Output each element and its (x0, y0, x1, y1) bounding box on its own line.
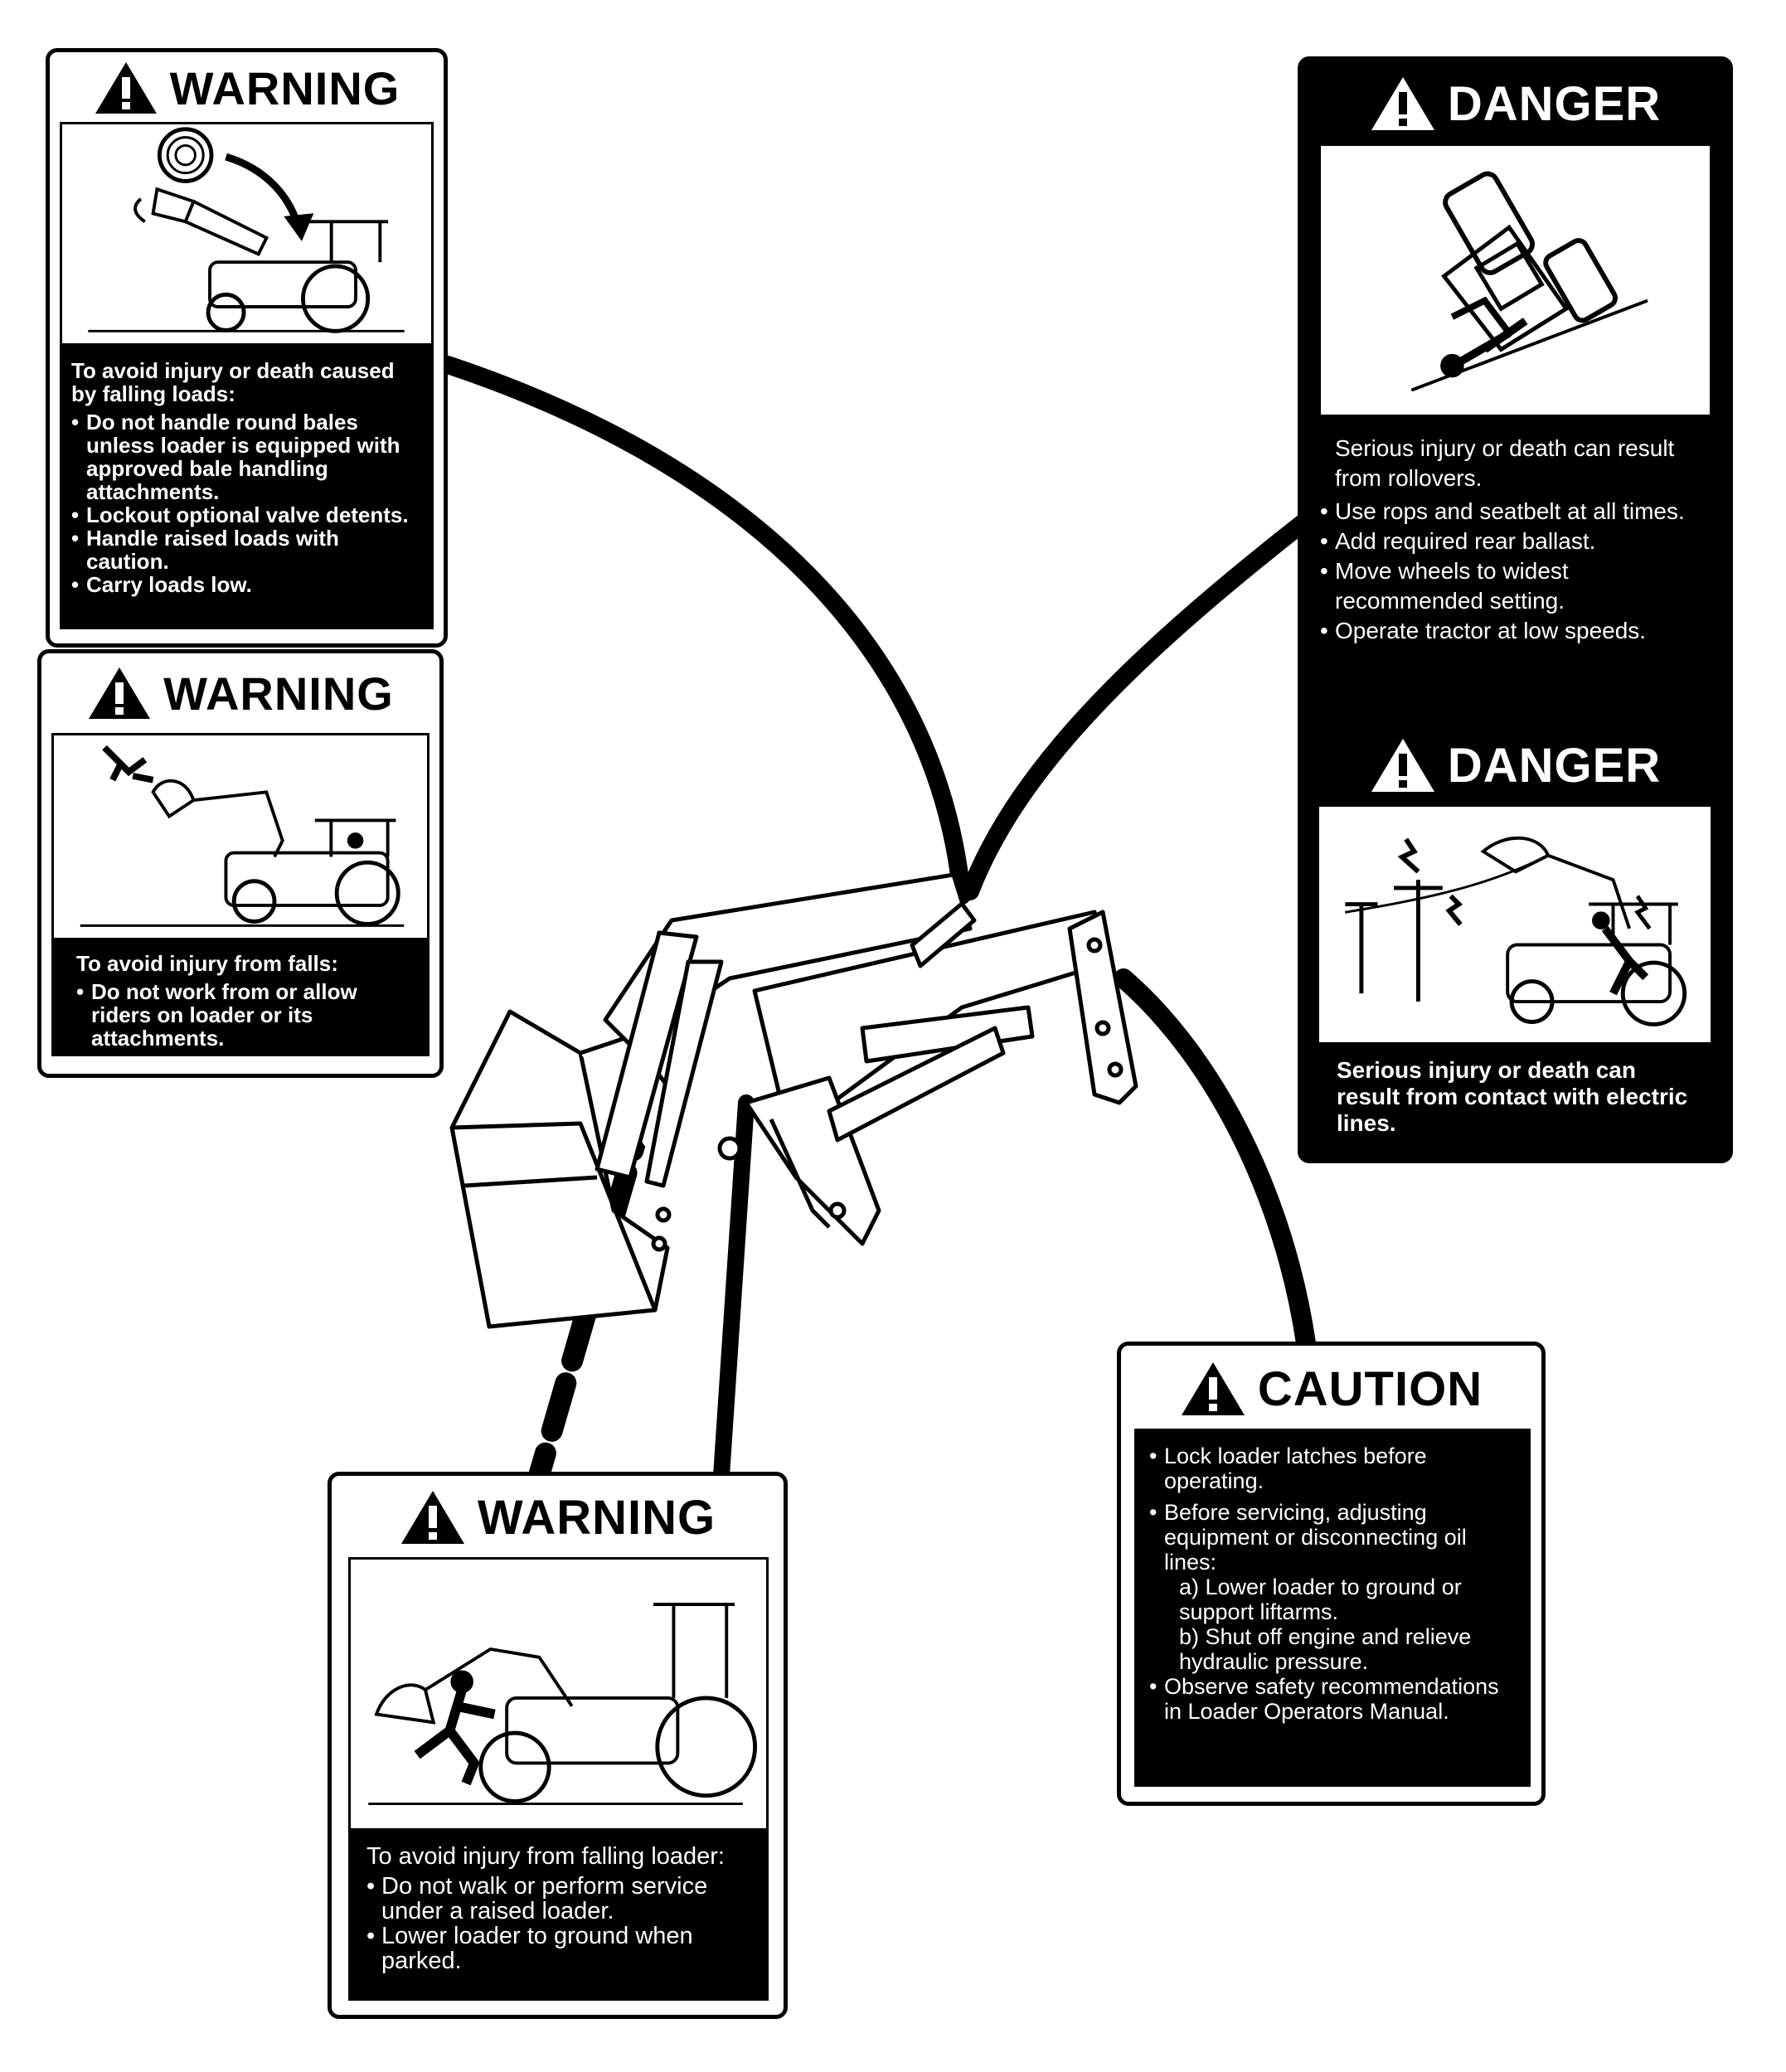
decal-bullet-item: Observe safety recommendations in Loader… (1149, 1674, 1516, 1724)
round-bale-falling-pictogram (60, 122, 434, 346)
decal-bullet-item: Do not work from or allow riders on load… (76, 980, 405, 1050)
alert-triangle-icon (1181, 1362, 1245, 1415)
decal-signal-word: WARNING (169, 61, 400, 114)
decal-subitem: a) Lower loader to ground or support lif… (1179, 1575, 1462, 1624)
alert-triangle-icon (1371, 739, 1434, 792)
decal-bullet-item: Lower loader to ground when parked. (366, 1924, 750, 1973)
decal-message-box: Lock loader latches before operating. Be… (1134, 1429, 1531, 1787)
decal-bullet-item: Do not handle round bales unless loader … (71, 410, 422, 503)
leader-line-danger-top (961, 505, 1323, 900)
decal-intro-text: To avoid injury from falling loader: (366, 1843, 725, 1870)
decal-bullet-item: Operate tractor at low speeds. (1320, 616, 1716, 646)
decal-bullet-item: Handle raised loads with caution. (71, 526, 422, 573)
decal-signal-header: DANGER (1302, 724, 1729, 807)
decal-bullet-item: Before servicing, adjusting equipment or… (1149, 1500, 1516, 1575)
decal-signal-header: CAUTION (1121, 1349, 1541, 1429)
decal-bullet-item: Move wheels to widest recommended settin… (1320, 556, 1716, 616)
decal-signal-word: WARNING (163, 667, 394, 720)
rider-falling-pictogram (51, 733, 430, 940)
alert-triangle-icon (89, 667, 151, 719)
warning-decal-falling-loader: WARNING To avoid injury from falling loa… (328, 1472, 788, 2019)
danger-decal: DANGER Serious injury or death can resul… (1298, 56, 1733, 1163)
tractor-rollover-pictogram (1318, 143, 1712, 417)
decal-signal-word: WARNING (477, 1490, 716, 1545)
decal-message-box: To avoid injury or death caused by falli… (60, 346, 434, 629)
decal-signal-header: WARNING (332, 1478, 784, 1557)
decal-intro-text: To avoid injury or death caused by falli… (71, 358, 395, 406)
decal-bullet-item: Carry loads low. (71, 573, 422, 596)
warning-decal-falling-loads: WARNING To avoid injury or death caused … (46, 48, 448, 648)
decal-bullet-item: Use rops and seatbelt at all times. (1320, 497, 1716, 526)
decal-intro-text: Serious injury or death can result from … (1337, 1057, 1688, 1136)
alert-triangle-icon (95, 62, 157, 114)
leader-line-caution (1114, 968, 1316, 1353)
decal-signal-header: WARNING (50, 52, 444, 124)
decal-signal-word: DANGER (1447, 76, 1662, 131)
decal-intro-text: To avoid injury from falls: (76, 951, 338, 976)
alert-triangle-icon (1371, 77, 1434, 130)
decal-message-box: To avoid injury from falls: Do not work … (51, 940, 430, 1056)
decal-bullet-item: Add required rear ballast. (1320, 526, 1716, 556)
warning-decal-falls: WARNING To avoid injury from falls: Do n… (37, 649, 444, 1078)
leader-line-warning-bottom (713, 1094, 755, 1484)
decal-message-box: To avoid injury from falling loader: Do … (348, 1831, 769, 2001)
decal-signal-word: DANGER (1447, 738, 1662, 793)
decal-signal-word: CAUTION (1257, 1361, 1483, 1416)
decal-subitem: b) Shut off engine and relieve hydraulic… (1179, 1624, 1472, 1674)
decal-intro-text: Serious injury or death can result from … (1335, 435, 1675, 491)
leader-line-warning-top (439, 356, 971, 905)
person-under-loader-pictogram (348, 1557, 769, 1831)
decal-signal-header: WARNING (41, 653, 439, 733)
electric-lines-pictogram (1317, 804, 1713, 1045)
decal-bullet-item: Do not walk or perform service under a r… (366, 1874, 750, 1924)
decal-message-text: Serious injury or death can result from … (1320, 434, 1716, 646)
decal-bullet-item: Lock loader latches before operating. (1149, 1444, 1516, 1493)
decal-message-text: Serious injury or death can result from … (1337, 1057, 1701, 1137)
decal-signal-header: DANGER (1302, 64, 1729, 143)
alert-triangle-icon (400, 1491, 464, 1544)
loader-frame (449, 872, 1138, 1329)
decal-bullet-item: Lockout optional valve detents. (71, 503, 422, 526)
caution-decal-latches: CAUTION Lock loader latches before opera… (1117, 1342, 1546, 1806)
